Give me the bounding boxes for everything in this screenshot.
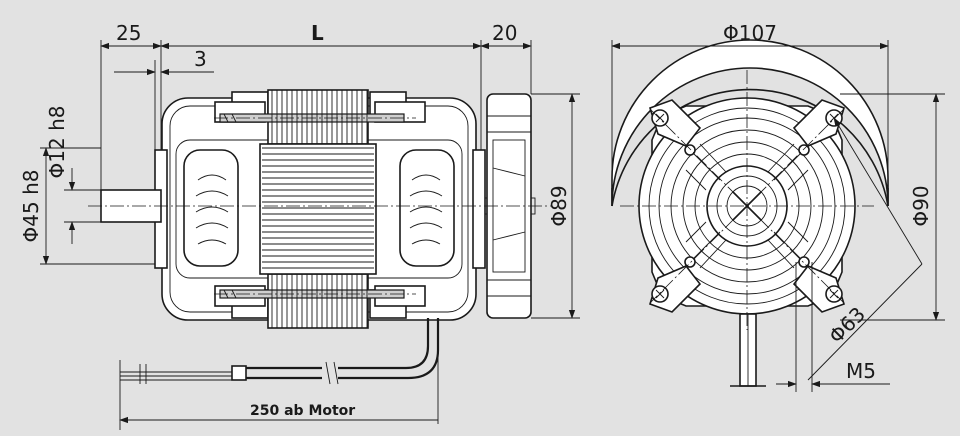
dim-height-label: Φ90 [909, 185, 933, 226]
fan-spokes [685, 143, 809, 269]
dim-thread-label: M5 [846, 359, 876, 383]
lamination-lines [262, 90, 374, 328]
dim-step-label: 3 [194, 47, 207, 71]
right-winding [399, 149, 455, 267]
cable-length-label: 250 ab Motor [250, 403, 355, 419]
dim-outer-dia-label: Φ107 [723, 21, 777, 45]
dim-hub-dia-label: Φ45 h8 [19, 170, 43, 243]
power-cable [120, 318, 440, 385]
side-view: 25 L 20 3 Φ12 h8 Φ45 h8 Φ89 250 ab Motor [19, 21, 580, 430]
dim-flange-label: 25 [116, 21, 141, 45]
dim-shaft-dia-label: Φ12 h8 [45, 106, 69, 179]
dim-fan-label: 20 [492, 21, 517, 45]
right-end-shield [472, 149, 486, 269]
left-winding [183, 149, 239, 267]
dim-fan-dia-label: Φ89 [547, 185, 571, 226]
side-dimensions [40, 40, 580, 430]
front-dimensions [611, 40, 945, 392]
front-view: Φ107 Φ90 Φ63 M5 [611, 21, 945, 392]
dim-length-label: L [311, 21, 324, 45]
mounting-lugs [649, 99, 845, 313]
